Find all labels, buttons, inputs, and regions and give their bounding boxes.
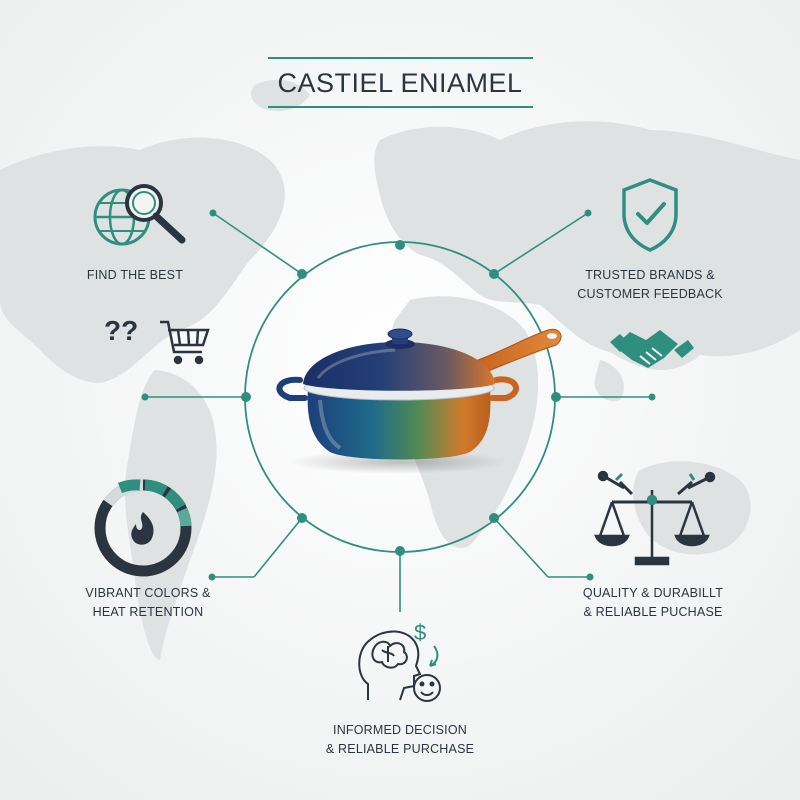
label-informed-decision: INFORMED DECISION & RELIABLE PURCHASE xyxy=(320,721,480,759)
trusted-line-2: CUSTOMER FEEDBACK xyxy=(577,287,723,301)
title-block: CASTIEL ENIAMEL xyxy=(265,57,535,108)
brain-decision-icon xyxy=(358,630,422,701)
quality-line-1: QUALITY & DURABILLT xyxy=(582,586,724,600)
informed-line-1: INFORMED DECISION xyxy=(333,723,467,737)
vibrant-line-2: HEAT RETENTION xyxy=(92,605,204,619)
title-bottom-rule xyxy=(267,106,533,108)
find-best-text: FIND THE BEST xyxy=(86,268,184,282)
label-find-best: FIND THE BEST xyxy=(70,266,200,285)
handshake-icon xyxy=(610,330,694,368)
connector-nodes xyxy=(141,209,656,581)
label-trusted-brands: TRUSTED BRANDS & CUSTOMER FEEDBACK xyxy=(570,266,730,304)
label-vibrant-colors: VIBRANT COLORS & HEAT RETENTION xyxy=(78,584,218,622)
globe-search-icon xyxy=(93,184,186,246)
cast-iron-pot-illustration xyxy=(276,328,562,474)
vibrant-line-1: VIBRANT COLORS & xyxy=(85,586,211,600)
label-quality-durability: QUALITY & DURABILLT & RELIABLE PUCHASE xyxy=(578,584,728,622)
flame-gauge-icon xyxy=(94,479,192,577)
dollar-icon: $ xyxy=(414,620,426,645)
informed-line-2: & RELIABLE PURCHASE xyxy=(325,742,475,756)
balance-scale-icon xyxy=(594,470,716,566)
smiley-icon xyxy=(413,674,441,702)
trusted-line-1: TRUSTED BRANDS & xyxy=(585,268,715,282)
shopping-cart-icon xyxy=(160,320,210,365)
page-title: CASTIEL ENIAMEL xyxy=(277,68,523,98)
quality-line-2: & RELIABLE PUCHASE xyxy=(583,605,723,619)
question-marks-icon: ?? xyxy=(104,315,138,346)
connector-lines xyxy=(145,212,652,612)
shield-check-icon xyxy=(622,178,678,252)
arrow-icon xyxy=(429,645,439,667)
title-top-rule xyxy=(267,57,533,59)
